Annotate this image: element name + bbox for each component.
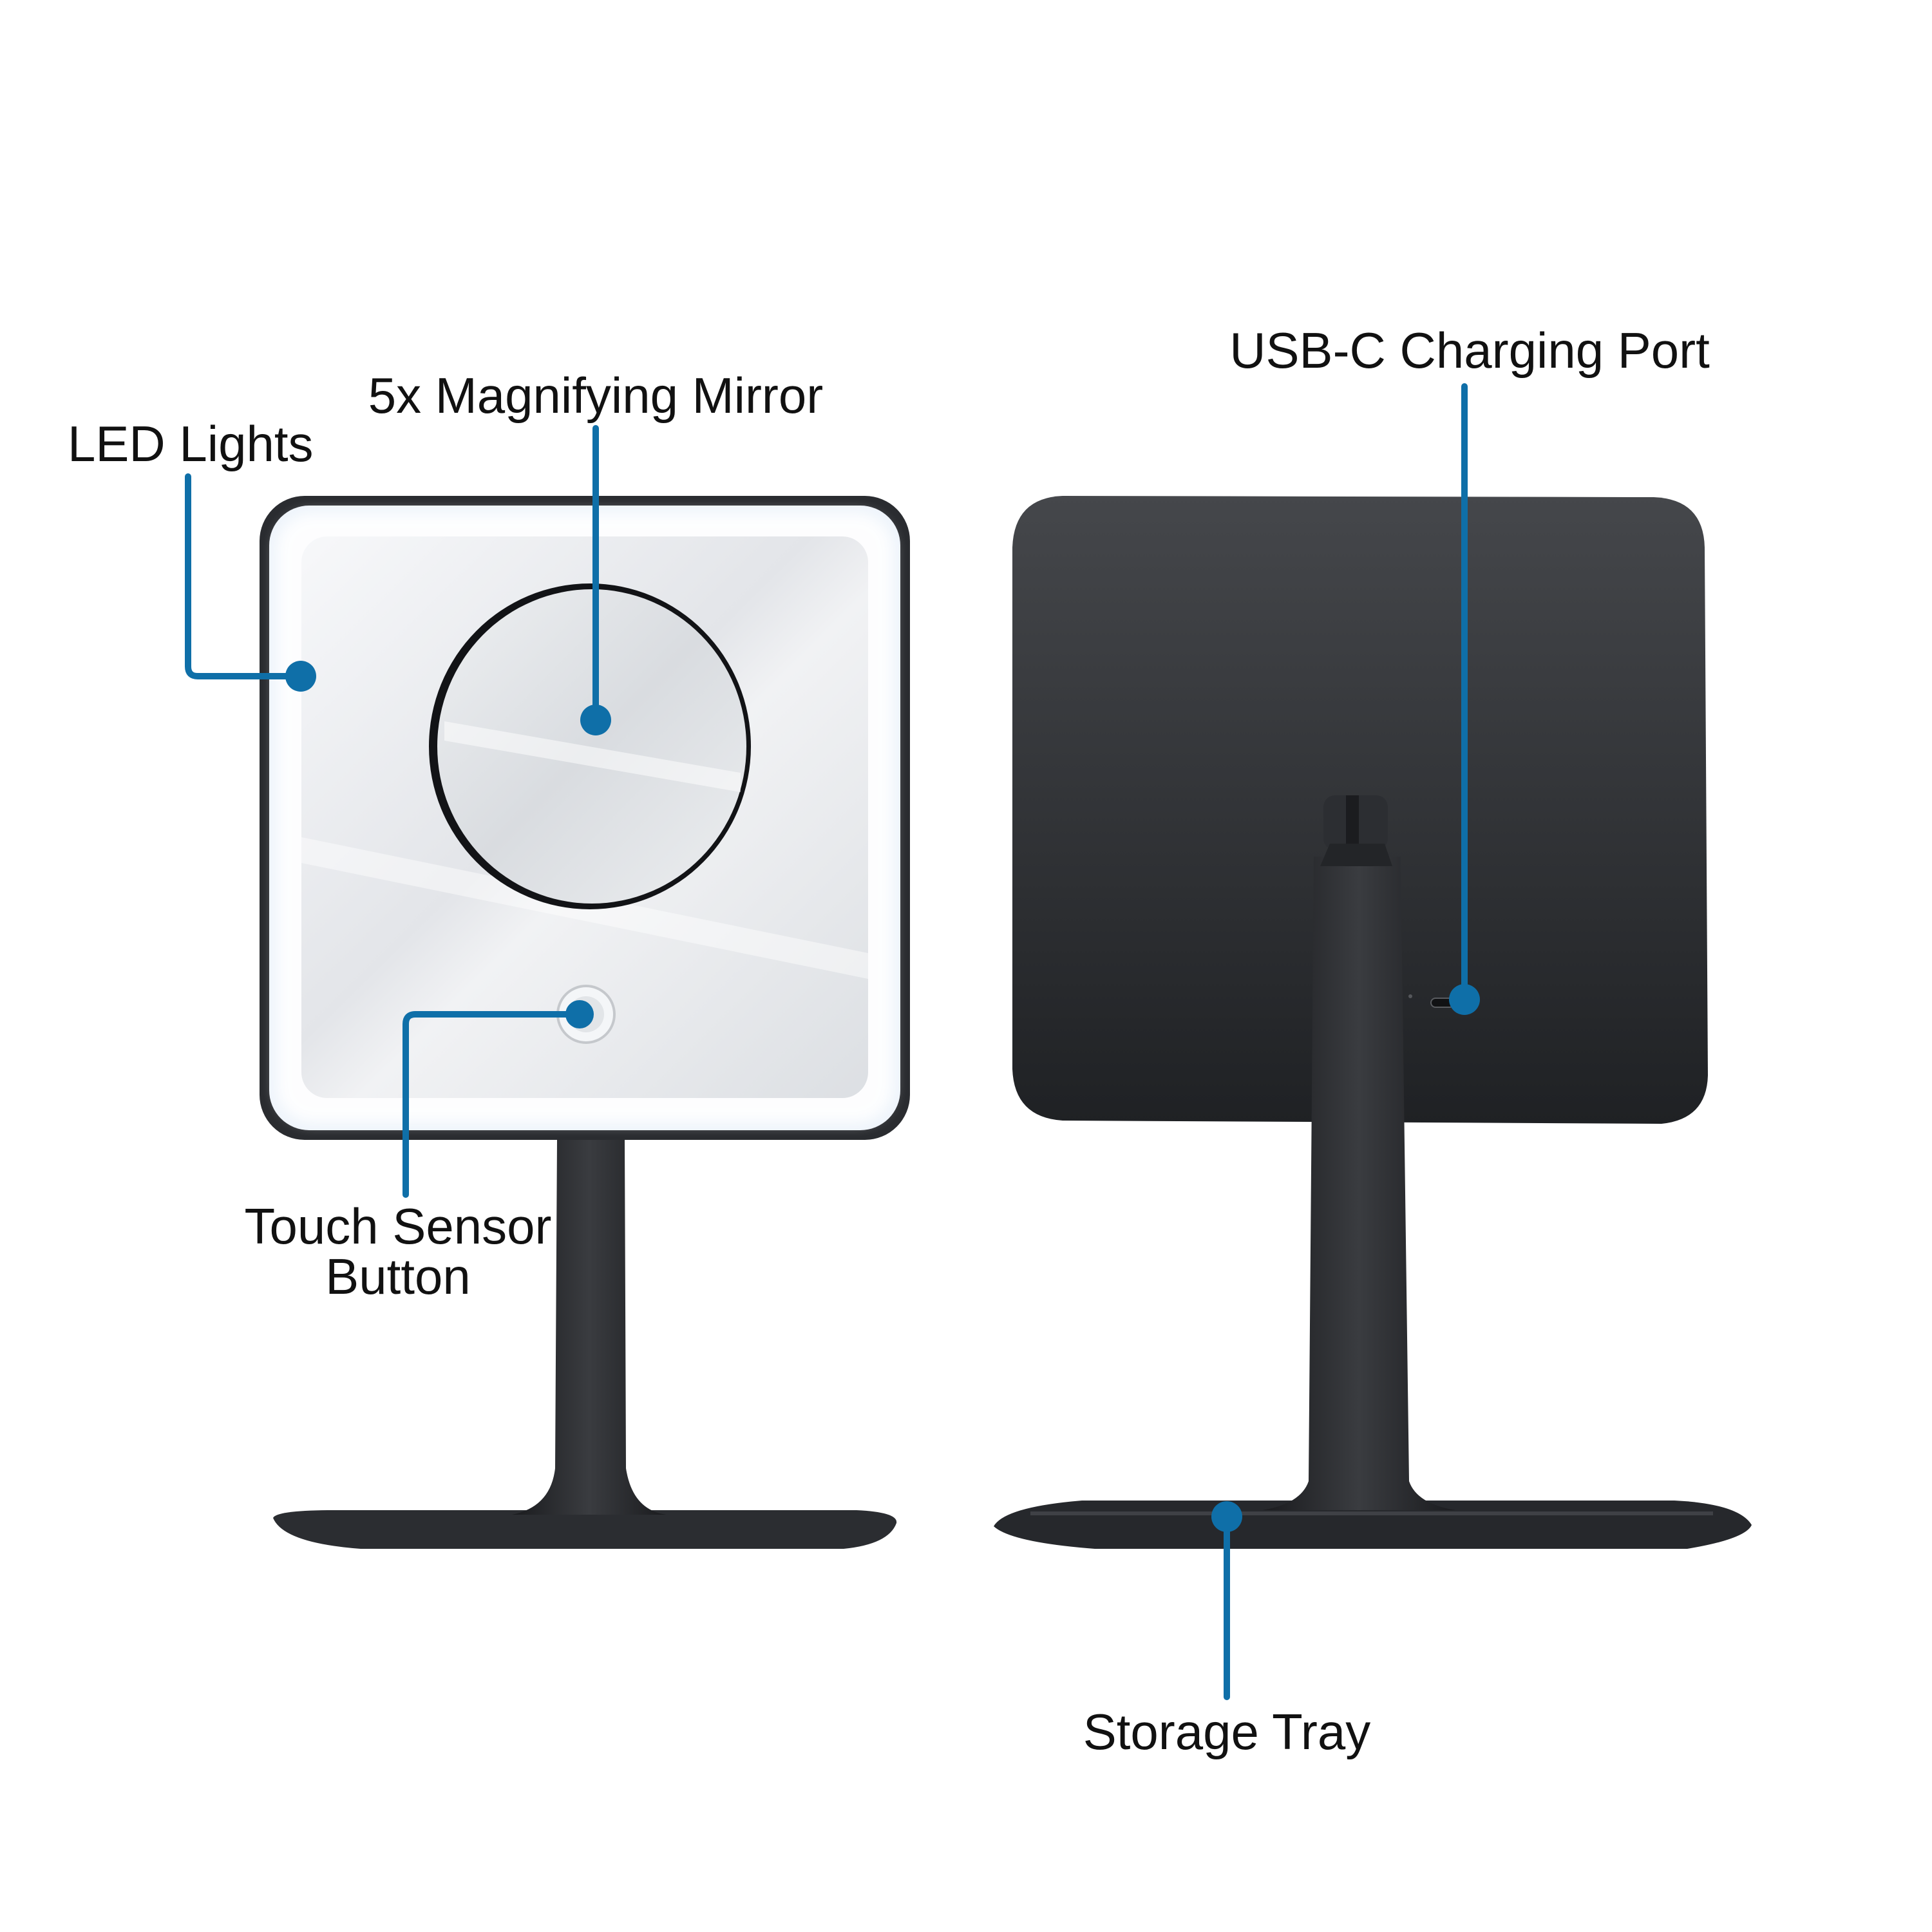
- led-lights-label: LED Lights: [68, 415, 314, 472]
- touch-sensor-label-line2: Button: [325, 1248, 471, 1305]
- touch-sensor-label-line1: Touch Sensor: [244, 1198, 552, 1255]
- touch-sensor-marker-dot: [565, 1000, 594, 1028]
- usb-c-label: USB-C Charging Port: [1229, 322, 1710, 379]
- front-base-tray: [273, 1510, 897, 1549]
- led-lights-marker-dot: [285, 661, 316, 692]
- hinge-joint: [1320, 795, 1392, 866]
- back-stem: [1262, 857, 1455, 1510]
- callout-lines: [185, 383, 1468, 1700]
- back-view-mirror: [994, 496, 1752, 1549]
- magnifying-mirror-marker-dot: [580, 705, 611, 735]
- storage-tray-label: Storage Tray: [1083, 1703, 1371, 1760]
- touch-sensor-label: Touch Sensor Button: [245, 1201, 552, 1302]
- magnifying-mirror: [429, 583, 751, 909]
- storage-tray-marker-dot: [1211, 1501, 1242, 1532]
- front-stem: [512, 1140, 667, 1515]
- callout-markers: [285, 661, 1480, 1532]
- touch-sensor-leader: [402, 1011, 581, 1198]
- led-lights-leader: [185, 473, 301, 679]
- front-view-mirror: [260, 496, 910, 1549]
- magnifying-mirror-label: 5x Magnifying Mirror: [368, 367, 824, 424]
- usb-c-marker-dot: [1449, 984, 1480, 1015]
